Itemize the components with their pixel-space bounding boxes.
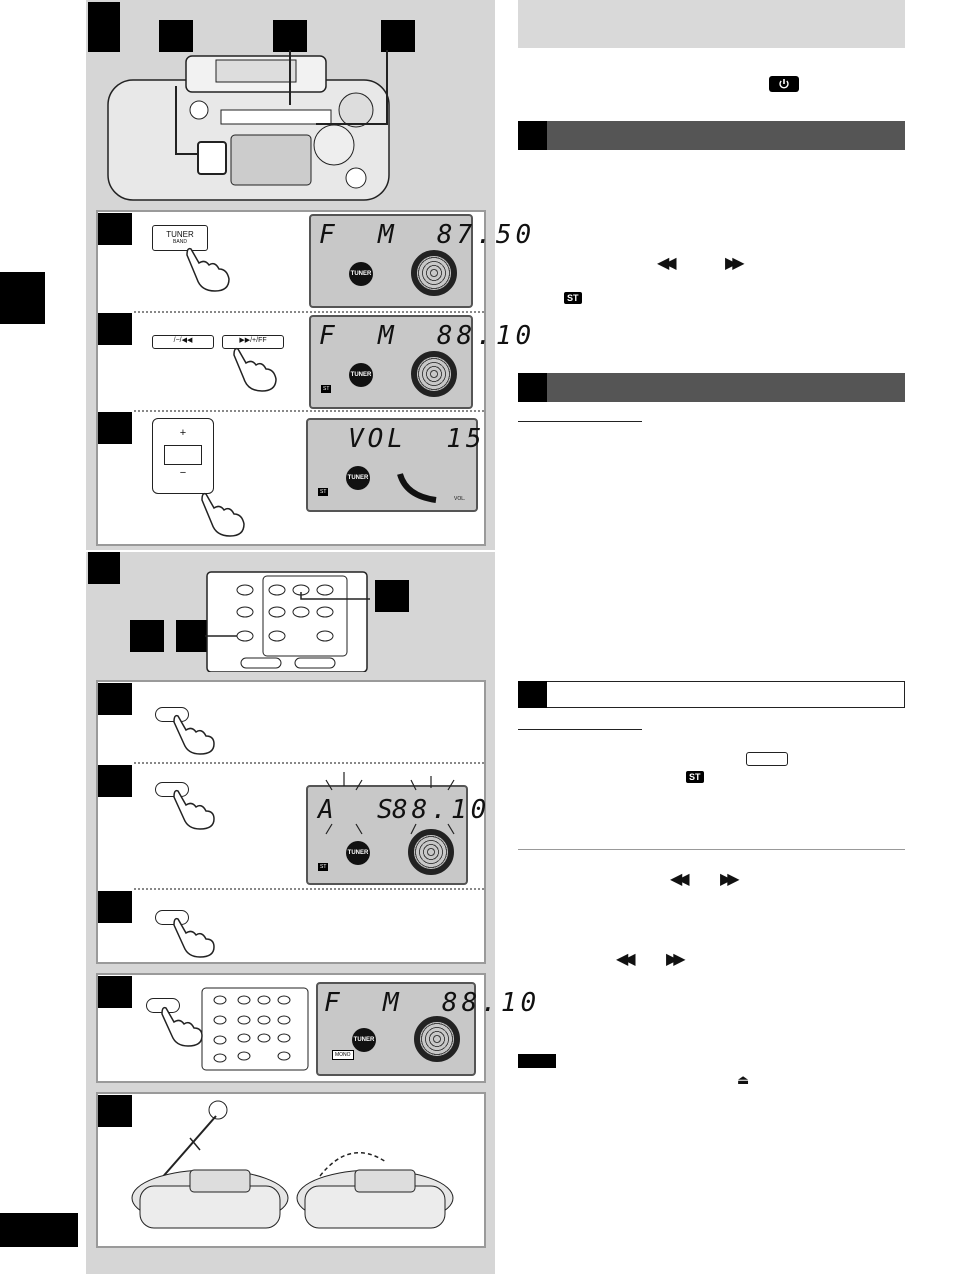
pressing-hand-icon [173, 714, 215, 755]
pressing-hand-icon [233, 347, 277, 392]
rewind-icon: ◀◀ [616, 951, 635, 968]
remote-control-illustration [205, 571, 370, 672]
chapter-tab [0, 272, 45, 324]
antenna-adjust-illustration [131, 1100, 454, 1229]
step-marker [98, 976, 132, 1008]
lcd-frequency: F M 88.10 [319, 321, 536, 351]
note-tag [518, 1054, 556, 1068]
step-marker [98, 683, 132, 715]
pressing-hand-icon [201, 492, 245, 537]
lcd-display-auto-scan: A S 88.10 TUNER ST [306, 785, 486, 885]
section-header-outline [518, 681, 905, 708]
page-number-tab [0, 1213, 78, 1247]
blink-marks-icon [325, 772, 455, 835]
fast-forward-icon: ▶▶ [725, 255, 744, 272]
divider [134, 410, 484, 412]
eject-icon: ⏏ [737, 1072, 750, 1087]
lcd-display-volume: VOL 15 TUNER ST VOL. [306, 418, 482, 512]
lcd-volume: VOL 15 [348, 424, 486, 454]
level-ring [408, 829, 454, 875]
button-icon [746, 752, 788, 766]
section-header-bar [518, 373, 905, 402]
volume-rocker [164, 445, 202, 465]
divider [134, 762, 484, 764]
callout-marker [381, 20, 415, 52]
divider [86, 550, 495, 552]
volume-minus-label: − [179, 467, 187, 479]
tuner-indicator: TUNER [352, 1028, 376, 1052]
level-ring [411, 351, 457, 397]
tuner-indicator: TUNER [349, 262, 373, 286]
boombox-front-illustration [107, 50, 390, 201]
section-marker [518, 681, 547, 708]
stereo-badge: ST [686, 771, 704, 783]
auto-preset-button[interactable] [155, 782, 189, 797]
section-marker [518, 121, 547, 150]
stereo-indicator: ST [318, 863, 329, 871]
tuner-indicator: TUNER [346, 841, 370, 865]
tuner-indicator: TUNER [346, 466, 370, 490]
section-header-bar [518, 121, 905, 150]
step-marker [88, 552, 120, 584]
remote-detail-illustration [201, 987, 309, 1071]
step-marker [98, 765, 132, 797]
tuner-band-button[interactable]: TUNER BAND [152, 225, 208, 251]
stereo-indicator: ST [318, 488, 329, 496]
stereo-indicator: ST [321, 385, 332, 393]
lcd-display-mono: F M 88.10 TUNER MONO [316, 982, 536, 1076]
callout-marker [130, 620, 164, 652]
rewind-icon: ◀◀ [657, 255, 676, 272]
fast-forward-icon: ▶▶ [666, 951, 685, 968]
callout-marker [176, 620, 210, 652]
tuner-button-label: TUNER [166, 230, 194, 239]
callout-marker [159, 20, 193, 52]
rewind-icon: ◀◀ [670, 871, 689, 888]
level-ring [411, 250, 457, 296]
callout-marker [375, 580, 409, 612]
tuner-indicator: TUNER [349, 363, 373, 387]
mono-indicator: MONO [332, 1050, 354, 1060]
step-marker [98, 1095, 132, 1127]
section-marker [518, 373, 547, 402]
step-marker [98, 412, 132, 444]
step-marker [98, 213, 132, 245]
vol-indicator: VOL. [454, 496, 466, 502]
volume-control[interactable]: + − [152, 418, 214, 494]
lcd-auto-label: A S [318, 795, 397, 825]
pressing-hand-icon [173, 917, 215, 958]
power-icon [769, 76, 799, 92]
fast-forward-icon: ▶▶ [720, 871, 739, 888]
pressing-hand-icon [173, 789, 215, 830]
pressing-hand-icon [186, 247, 230, 292]
stereo-badge: ST [564, 292, 582, 304]
lcd-display-fm-tuned: F M 88.10 TUNER ST [309, 315, 531, 409]
lcd-frequency: F M 88.10 [324, 988, 541, 1018]
program-button[interactable] [155, 707, 189, 722]
seek-down-button[interactable]: /−/◀◀ [152, 335, 214, 349]
divider [134, 311, 484, 313]
level-ring [414, 1016, 460, 1062]
seek-up-button[interactable]: ▶▶/+/FF [222, 335, 284, 349]
lcd-display-fm: F M 87.50 TUNER [309, 214, 531, 308]
divider [134, 888, 484, 890]
subheading-underline [518, 729, 642, 730]
subheading-underline [518, 421, 642, 422]
lcd-frequency: F M 87.50 [319, 220, 536, 250]
pressing-hand-icon [161, 1006, 203, 1047]
confirm-button[interactable] [155, 910, 189, 925]
band-label: BAND [173, 239, 187, 245]
step-marker [98, 891, 132, 923]
section-rule [518, 849, 905, 850]
step-marker [88, 2, 120, 52]
step-marker [98, 313, 132, 345]
lcd-frequency: 88.10 [392, 795, 491, 825]
page-title-band [518, 0, 905, 48]
volume-arc-icon [397, 473, 437, 503]
volume-plus-label: + [179, 427, 187, 439]
callout-marker [273, 20, 307, 52]
